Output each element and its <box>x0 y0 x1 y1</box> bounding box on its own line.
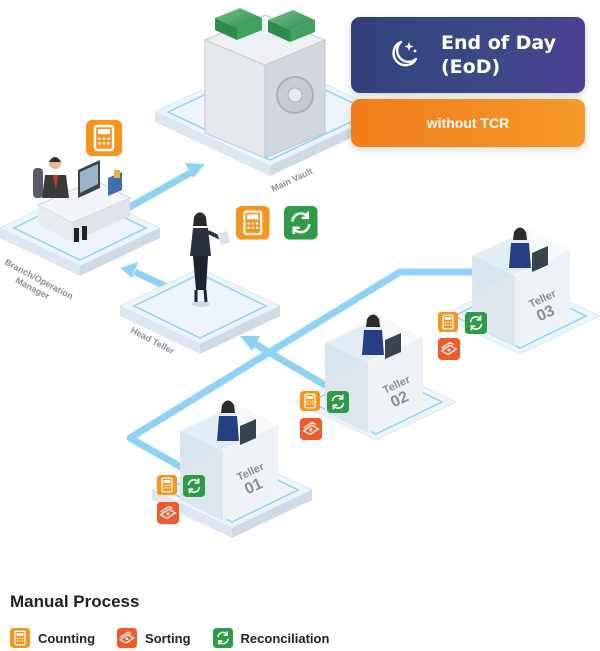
teller-02-number: 02 <box>388 388 411 411</box>
eod-card: End of Day (EoD) <box>351 17 585 93</box>
legend-item-counting: Counting <box>10 628 95 648</box>
teller-01-sorting-icon <box>157 502 179 524</box>
teller-03-station: Teller 03 <box>438 227 600 360</box>
eod-title-line2: (EoD) <box>441 56 501 78</box>
flow-tellers-to-head <box>126 268 490 479</box>
without-tcr-badge: without TCR <box>351 99 585 147</box>
flow-manager-to-vault <box>126 168 194 212</box>
legend-label-counting: Counting <box>38 630 96 646</box>
without-tcr-label: without TCR <box>426 115 510 131</box>
process-diagram: Main Vault Branch/Operation Manager <box>0 8 600 538</box>
legend-title: Manual Process <box>10 592 140 611</box>
legend-label-reconciliation: Reconciliation <box>240 630 330 646</box>
refresh-icon <box>212 628 233 648</box>
teller-01-number: 01 <box>242 475 265 498</box>
cash-stack-icon <box>215 8 315 42</box>
teller-03-calculator-icon <box>438 312 458 332</box>
branch-manager-station: Branch/Operation Manager <box>0 120 162 302</box>
manager-calculator-icon <box>86 120 122 156</box>
calculator-icon <box>10 628 30 648</box>
teller-03-sorting-icon <box>438 338 460 360</box>
flow-teller02-branch <box>253 340 332 392</box>
teller-03-number: 03 <box>534 302 557 325</box>
teller-01-station: Teller 01 <box>150 400 314 538</box>
teller-01-reconciliation-icon <box>182 475 206 497</box>
teller-02-station: Teller 02 <box>294 314 458 441</box>
legend-label-sorting: Sorting <box>145 630 191 646</box>
legend: Counting Sorting Reconciliation <box>10 627 351 649</box>
teller-01-calculator-icon <box>157 475 177 495</box>
flow-arrowheads <box>120 163 260 351</box>
eod-title-line1: End of Day <box>441 32 557 54</box>
cash-sorting-icon <box>117 628 138 648</box>
teller-03-reconciliation-icon <box>464 312 488 334</box>
teller-02-calculator-icon <box>300 391 320 411</box>
teller-02-sorting-icon <box>300 418 322 440</box>
legend-item-reconciliation: Reconciliation <box>212 628 330 648</box>
moon-stars-icon <box>392 40 418 67</box>
teller-02-reconciliation-icon <box>326 391 350 413</box>
legend-item-sorting: Sorting <box>117 628 191 648</box>
main-vault: Main Vault <box>153 8 387 194</box>
head-calculator-icon <box>236 206 270 240</box>
head-reconciliation-icon <box>284 206 318 240</box>
